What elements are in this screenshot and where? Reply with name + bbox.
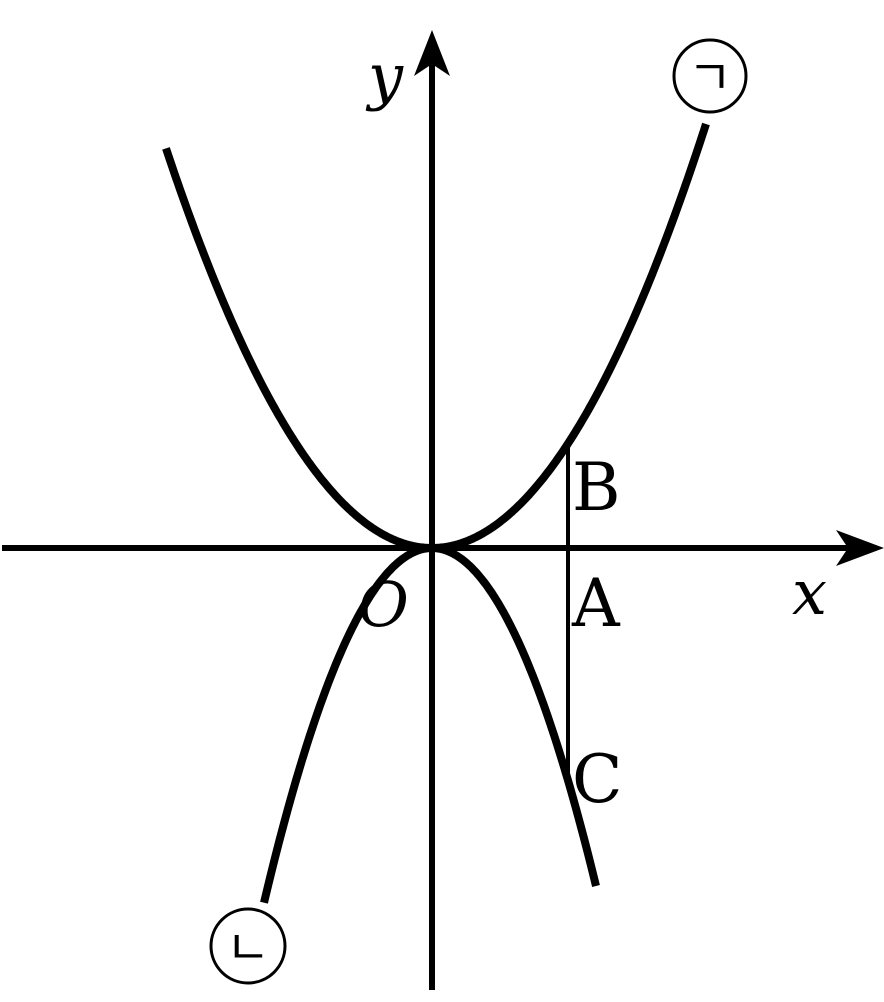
- lower-marker-circle-icon: [209, 907, 287, 985]
- x-axis-label: x: [792, 556, 827, 629]
- y-axis-label: y: [365, 40, 404, 113]
- lower-marker-label: ㄴ: [226, 920, 270, 976]
- y-axis-arrowhead-icon: [414, 30, 450, 76]
- upper-marker-label: ㄱ: [688, 50, 732, 106]
- lower-parabola-curve: [260, 544, 600, 904]
- lower-curve-marker: ㄴ: [209, 907, 287, 985]
- point-c-label: C: [572, 741, 623, 818]
- upper-marker-circle-icon: [672, 38, 748, 114]
- upper-parabola-curve: [162, 122, 710, 552]
- x-axis-arrowhead-icon: [836, 530, 884, 566]
- point-a-label: A: [571, 565, 621, 642]
- upper-curve-marker: ㄱ: [672, 38, 748, 114]
- point-b-label: B: [572, 449, 621, 526]
- y-axis: [414, 30, 450, 990]
- origin-label: O: [358, 568, 409, 641]
